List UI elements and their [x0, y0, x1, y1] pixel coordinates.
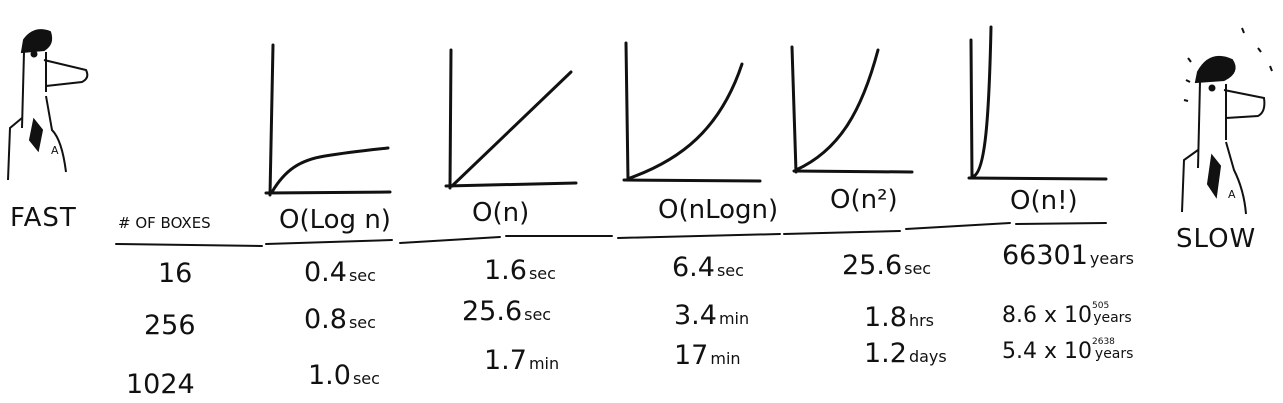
graph-n-log-n-y-axis: [624, 41, 630, 182]
graph-n-factorial-y-axis: [969, 38, 974, 180]
slow-character: A: [1181, 27, 1273, 215]
graph-n: [444, 48, 578, 190]
boxes-header: # OF BOXES: [118, 214, 211, 232]
graph-n-squared-curve: [794, 48, 880, 172]
svg-text:A: A: [1228, 188, 1236, 201]
slow-body: [1181, 141, 1247, 215]
boxes-count: 1024: [126, 369, 195, 400]
graph-n-x-axis: [444, 181, 578, 188]
boxes-count: 256: [144, 310, 196, 341]
complexity-label-n-factorial: O(n!): [1010, 186, 1078, 216]
slow-eye: [1208, 84, 1216, 92]
fast-beak: [43, 59, 89, 87]
graph-n-squared-y-axis: [790, 45, 798, 174]
fast-body: [7, 95, 67, 181]
slow-head: [1197, 81, 1227, 169]
graph-n-y-axis: [448, 48, 453, 190]
slow-hat: [1194, 56, 1236, 84]
graph-n-factorial-curve: [972, 25, 993, 178]
slow-label: SLOW: [1176, 224, 1256, 254]
complexity-label-n-squared: O(n²): [830, 185, 898, 215]
graph-n-log-n: [622, 41, 762, 183]
fast-tie: [28, 117, 44, 153]
boxes-count: 16: [158, 258, 192, 289]
graph-n-log-n-curve: [628, 62, 744, 180]
graph-n-curve: [450, 70, 573, 188]
slow-beak: [1223, 89, 1266, 119]
fast-eye: [30, 50, 38, 58]
graph-n-log-n-x-axis: [622, 178, 762, 183]
fast-label: FAST: [10, 203, 77, 233]
graph-log-n-x-axis: [264, 190, 392, 195]
complexity-label-n: O(n): [472, 198, 529, 228]
graph-log-n: [264, 43, 392, 197]
graph-log-n-curve: [270, 146, 390, 194]
header-divider: [115, 222, 1107, 247]
graph-n-factorial: [967, 25, 1108, 181]
graph-n-squared: [790, 45, 914, 174]
graph-n-squared-x-axis: [792, 169, 914, 174]
fast-hat: [20, 29, 53, 54]
graph-log-n-y-axis: [268, 43, 275, 197]
graph-n-factorial-x-axis: [967, 176, 1108, 181]
svg-text:A: A: [51, 144, 59, 157]
fast-character: A: [7, 29, 89, 181]
complexity-label-n-log-n: O(nLogn): [658, 195, 778, 225]
sweat-drops: [1183, 27, 1273, 102]
complexity-label-log-n: O(Log n): [279, 205, 391, 235]
fast-head: [21, 51, 47, 129]
slow-tie: [1206, 153, 1222, 199]
